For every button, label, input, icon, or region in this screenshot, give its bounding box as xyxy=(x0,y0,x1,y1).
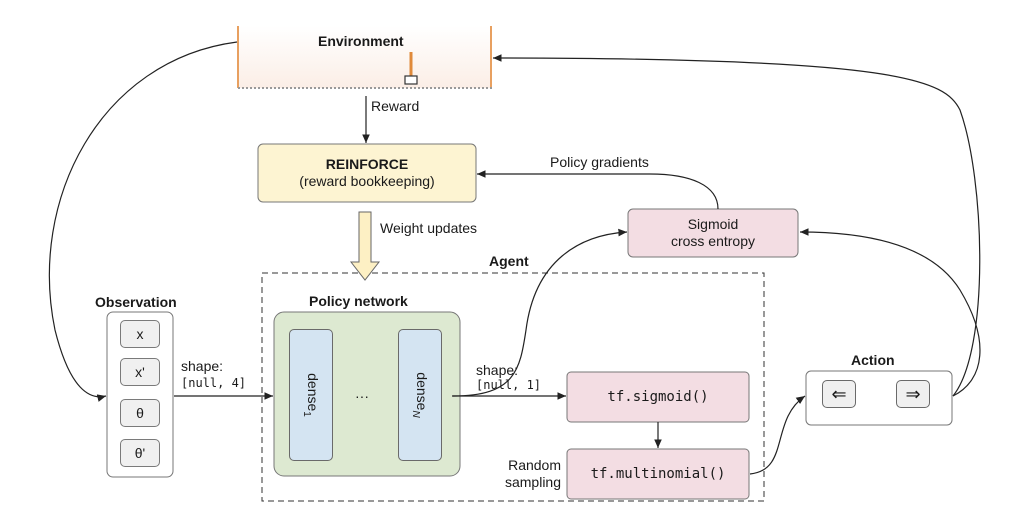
action-to-cross-entropy-arrow xyxy=(799,228,981,397)
random-sampling-line2: sampling xyxy=(504,474,561,490)
left-arrow-icon: ⇐ xyxy=(822,380,856,408)
observation-title: Observation xyxy=(95,294,177,310)
dense-layer-1: dense1 xyxy=(289,329,333,461)
observation-box xyxy=(106,311,174,478)
environment-title: Environment xyxy=(318,33,404,49)
dense-n-text: dense xyxy=(413,372,430,411)
observation-item-x-velocity: x' xyxy=(120,358,160,386)
reward-label: Reward xyxy=(371,98,420,114)
reinforce-title: REINFORCE xyxy=(325,156,409,172)
action-title: Action xyxy=(851,352,895,368)
agent-title: Agent xyxy=(489,253,529,269)
network-to-cross-entropy-arrow xyxy=(452,228,628,397)
cart-icon xyxy=(404,75,418,85)
environment-to-observation-arrow xyxy=(48,41,238,402)
tf-sigmoid-box: tf.sigmoid() xyxy=(607,388,709,405)
observation-shape-value: [null, 4] xyxy=(181,376,247,390)
observation-item-theta-velocity: θ' xyxy=(120,439,160,467)
dense-1-subscript: 1 xyxy=(301,411,313,417)
agent-boundary xyxy=(261,272,765,502)
environment-image xyxy=(237,26,492,89)
weight-updates-arrow xyxy=(349,211,381,281)
reinforce-box-shape xyxy=(257,143,477,203)
policy-network-title: Policy network xyxy=(309,293,408,309)
dense-n-subscript: N xyxy=(410,410,422,418)
dense-1-text: dense xyxy=(304,373,321,412)
observation-item-x: x xyxy=(120,320,160,348)
multinomial-to-action-arrow xyxy=(749,395,806,475)
policy-gradients-arrow xyxy=(477,170,719,210)
output-shape-value: [null, 1] xyxy=(476,378,542,392)
output-shape-label: shape: xyxy=(476,362,519,378)
multinomial-fn-box-shape xyxy=(566,448,750,500)
tf-multinomial-box: tf.multinomial() xyxy=(590,465,726,482)
action-to-environment-arrow xyxy=(492,54,981,397)
observation-item-theta: θ xyxy=(120,399,160,427)
random-sampling-line1: Random xyxy=(508,457,561,473)
reinforce-box: REINFORCE (reward bookkeeping) xyxy=(258,144,476,202)
sigmoid-cross-entropy-box: Sigmoid cross entropy xyxy=(628,209,798,257)
sigmoid-ce-box-shape xyxy=(627,208,799,258)
sigmoid-ce-line1: Sigmoid xyxy=(687,216,739,232)
weight-updates-label: Weight updates xyxy=(380,220,478,236)
observation-shape-label: shape: xyxy=(181,358,224,374)
policy-gradients-label: Policy gradients xyxy=(550,154,649,170)
right-arrow-icon: ⇒ xyxy=(896,380,930,408)
reinforce-subtitle: (reward bookkeeping) xyxy=(299,173,435,189)
dense-layer-n: denseN xyxy=(398,329,442,461)
sigmoid-ce-line2: cross entropy xyxy=(670,233,756,249)
layers-ellipsis: ··· xyxy=(355,388,369,404)
